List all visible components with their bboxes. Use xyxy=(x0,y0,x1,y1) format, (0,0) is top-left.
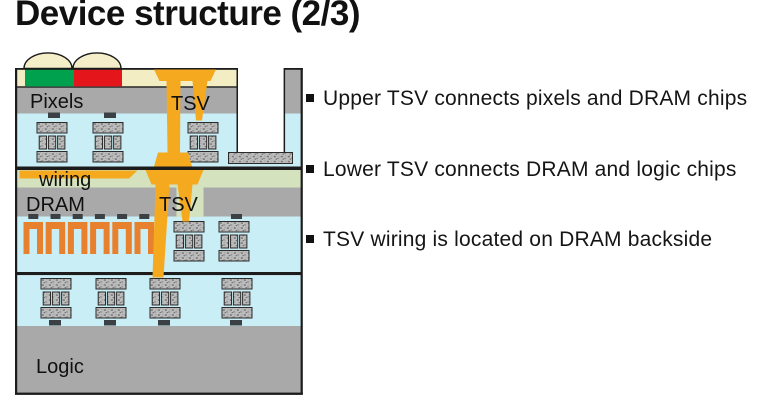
bullet-square-icon xyxy=(306,235,314,243)
circuit-block xyxy=(187,122,219,163)
label-wiring: wiring xyxy=(38,169,91,191)
contacts xyxy=(28,112,242,326)
lower-tsv-pad xyxy=(145,170,204,185)
label-upper-tsv: TSV xyxy=(171,93,211,115)
upper-tsv-pad xyxy=(154,69,216,81)
bullet-text: Upper TSV connects pixels and DRAM chips xyxy=(323,87,748,110)
circuit-block xyxy=(173,221,205,262)
circuit-block xyxy=(40,278,72,319)
bond-pad-trench xyxy=(236,60,285,153)
microlens-dome xyxy=(23,52,73,70)
microlenses xyxy=(23,52,122,70)
upper-tsv-foot xyxy=(154,152,192,167)
bullet-text: Lower TSV connects DRAM and logic chips xyxy=(323,158,737,181)
circuit-block xyxy=(218,221,250,262)
trench-left-edge xyxy=(236,68,238,153)
circuit-block xyxy=(221,278,253,319)
microlens-dome xyxy=(72,52,122,70)
logic-chip-layer xyxy=(15,326,303,395)
upper-tsv-right-via xyxy=(192,81,208,121)
bullet-item: Lower TSV connects DRAM and logic chips xyxy=(306,157,737,183)
lens-pixels-boundary-line xyxy=(15,86,237,88)
label-logic: Logic xyxy=(36,356,84,378)
circuit-block xyxy=(92,122,124,163)
bullet-square-icon xyxy=(306,165,314,173)
green-color-filter xyxy=(25,68,74,87)
red-color-filter xyxy=(74,68,122,87)
circuit-block xyxy=(36,122,68,163)
dram-capacitors xyxy=(23,222,154,254)
bond-pad xyxy=(228,152,293,164)
label-lower-tsv: TSV xyxy=(159,194,199,216)
device-cross-section-diagram: Pixels TSV wiring DRAM TSV Logic xyxy=(15,52,303,395)
diagram-border xyxy=(15,68,303,395)
pixels-chip-right-column xyxy=(285,68,303,114)
circuit-block xyxy=(149,278,181,319)
backside-wiring-trace xyxy=(19,170,138,179)
page-title: Device structure (2/3) xyxy=(15,0,360,33)
chip-bond-line-1 xyxy=(15,166,303,170)
label-pixels: Pixels xyxy=(30,91,83,113)
lower-tsv-left-via xyxy=(152,184,170,278)
trench-right-edge xyxy=(283,68,286,153)
bullet-item: TSV wiring is located on DRAM backside xyxy=(306,227,712,253)
bullet-text: TSV wiring is located on DRAM backside xyxy=(323,228,713,251)
bullet-item: Upper TSV connects pixels and DRAM chips xyxy=(306,86,747,112)
bullet-square-icon xyxy=(306,94,314,102)
tsv-structures xyxy=(19,69,216,278)
label-dram: DRAM xyxy=(26,194,85,216)
lower-tsv-right-via xyxy=(177,184,193,222)
upper-tsv-left-via xyxy=(166,81,181,153)
circuit-block xyxy=(95,278,127,319)
